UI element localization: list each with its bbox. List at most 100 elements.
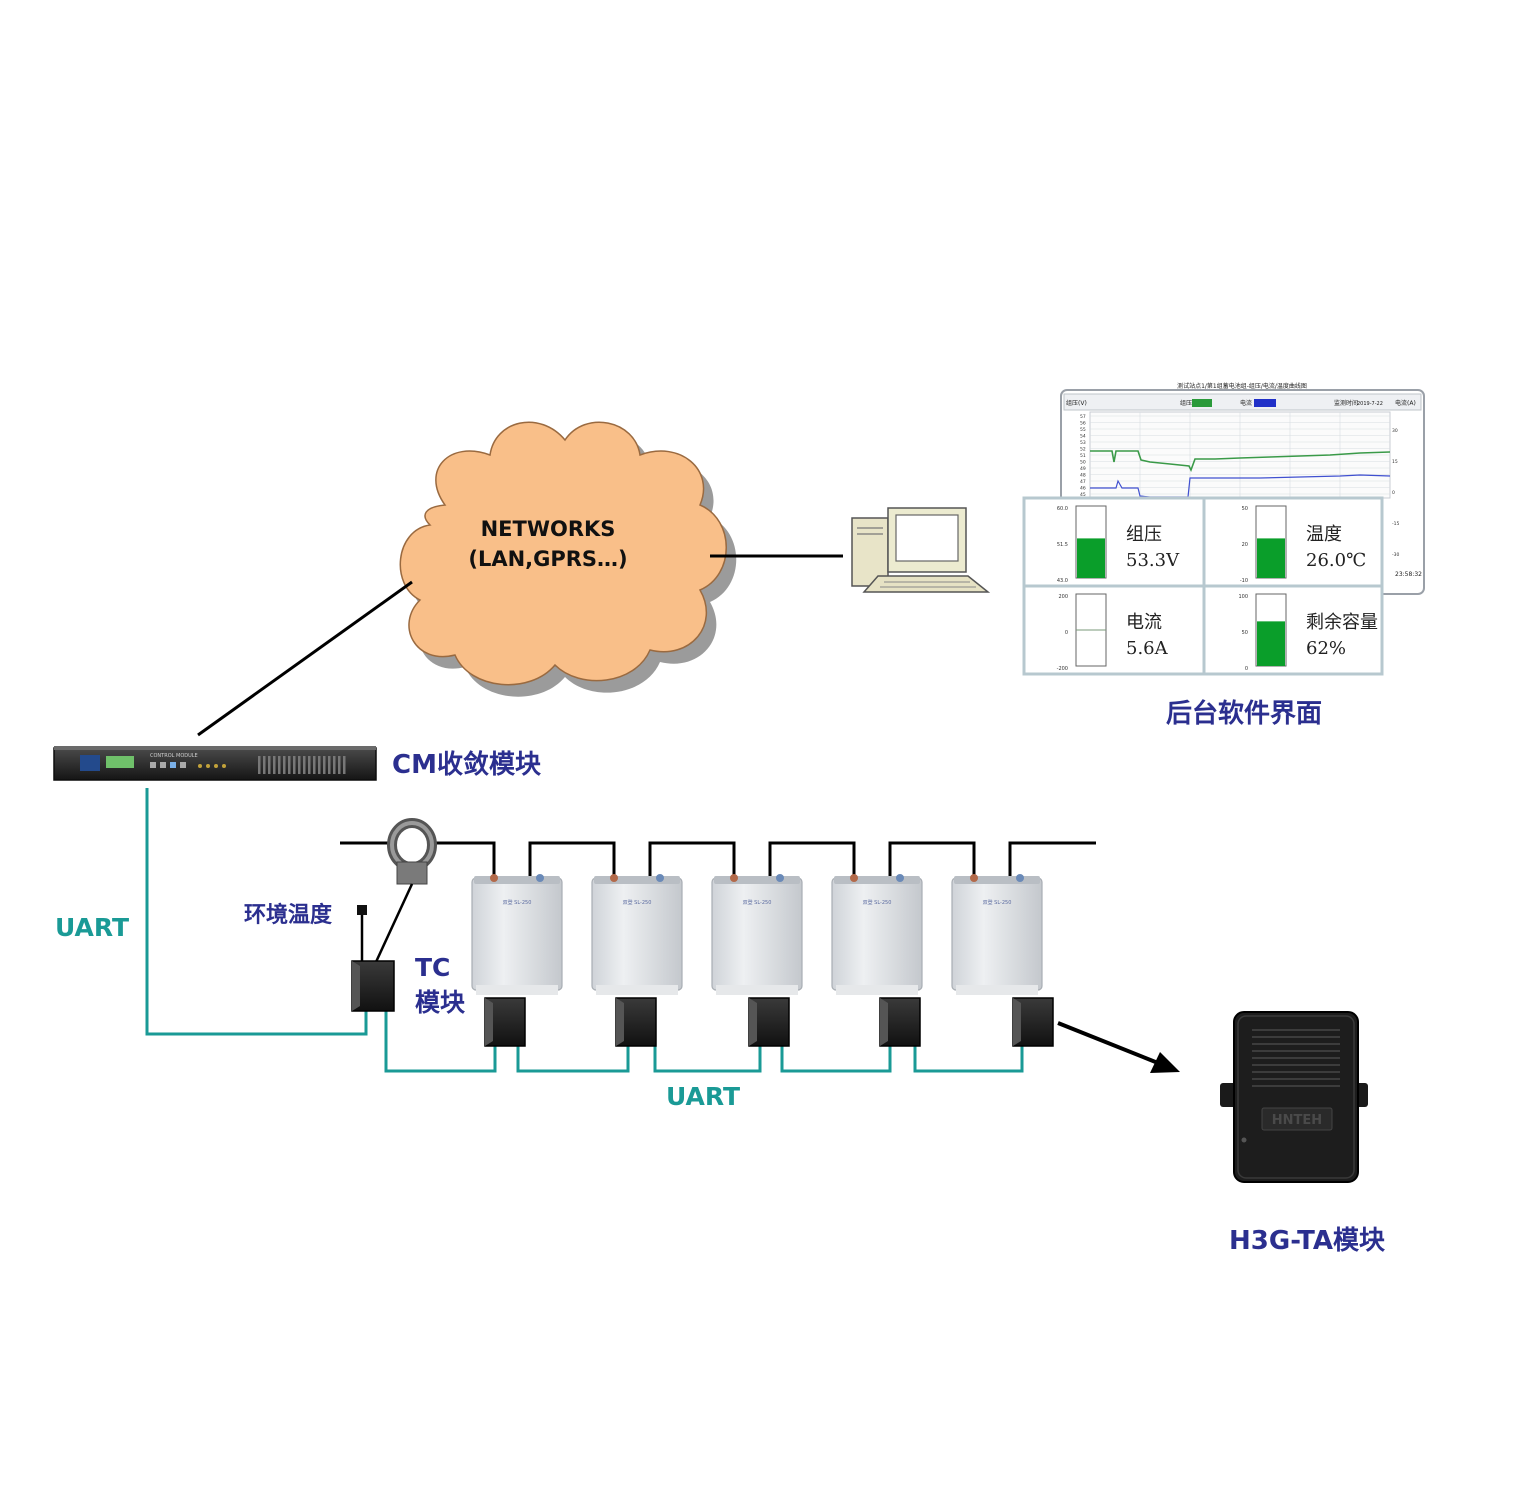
arrow-to-h3g-head <box>1150 1052 1180 1073</box>
gauge-value: 5.6A <box>1126 638 1169 659</box>
tc-sensor-edge <box>485 998 493 1046</box>
vent-slot <box>313 756 316 774</box>
tc-module-box <box>351 960 395 1012</box>
left-tick-label: 57 <box>1080 414 1086 420</box>
battery-terminal-neg <box>896 874 904 882</box>
vent-slot <box>258 756 261 774</box>
uart-chain-4 <box>780 1046 892 1073</box>
right-tick-label: 0 <box>1392 490 1395 496</box>
backend-caption: 后台软件界面 <box>1166 698 1322 729</box>
vent-slot <box>293 756 296 774</box>
tc-sensor-edge <box>880 998 888 1046</box>
tc-sensor-4 <box>879 997 921 1047</box>
vent-slot <box>273 756 276 774</box>
battery-terminal-pos <box>730 874 738 882</box>
network-cloud: NETWORKS (LAN,GPRS…) <box>399 421 737 697</box>
battery-terminal-pos <box>610 874 618 882</box>
battery-base <box>836 985 918 995</box>
left-tick-label: 51 <box>1080 453 1086 459</box>
link-cm-to-cloud <box>197 580 413 737</box>
temp-probe-icon <box>357 905 367 915</box>
battery-1: 双登 SL-250 <box>471 874 563 995</box>
gauge-tick-label: 43.0 <box>1057 578 1068 584</box>
battery-lid <box>834 876 920 884</box>
battery-body <box>951 877 1043 991</box>
vent-slot <box>333 756 336 774</box>
battery-base <box>596 985 678 995</box>
right-tick-label: 15 <box>1392 459 1398 465</box>
network-title: NETWORKS <box>481 517 616 541</box>
gauge-name: 剩余容量 <box>1306 612 1378 633</box>
gauge-tick-label: 50 <box>1242 630 1248 636</box>
cloud-body <box>399 421 727 686</box>
gauge-fill <box>1077 538 1105 578</box>
battery-5: 双登 SL-250 <box>951 874 1043 995</box>
battery-lid <box>954 876 1040 884</box>
tc-sensor-1 <box>484 997 526 1047</box>
battery-terminal-neg <box>1016 874 1024 882</box>
time-label: 监测时间 <box>1334 399 1358 407</box>
gauge-tick-label: -10 <box>1240 578 1248 584</box>
tc-sensor-2 <box>615 997 657 1047</box>
battery-brand: 双登 SL-250 <box>623 899 652 906</box>
tc-sensor-edge <box>616 998 624 1046</box>
left-tick-label: 50 <box>1080 460 1086 466</box>
battery-terminal-pos <box>970 874 978 882</box>
h3g-ridges <box>1252 1029 1340 1087</box>
battery-brand: 双登 SL-250 <box>863 899 892 906</box>
battery-base <box>476 985 558 995</box>
right-axis-label: 电流(A) <box>1395 399 1416 407</box>
rack-led <box>198 764 202 768</box>
h3g-label: H3G-TA模块 <box>1229 1226 1385 1256</box>
uart-cm-to-tc <box>145 788 368 1036</box>
vent-slot <box>263 756 266 774</box>
computer-icon <box>851 507 991 593</box>
vent-slot <box>303 756 306 774</box>
legend-current-swatch <box>1254 399 1276 407</box>
rack-led <box>222 764 226 768</box>
tc-sensor-edge <box>1013 998 1021 1046</box>
uart-wiring <box>145 788 1024 1073</box>
gauge-fill <box>1257 621 1285 666</box>
cm-rack-device: CONTROL MODULE <box>53 746 377 781</box>
left-tick-label: 52 <box>1080 447 1086 453</box>
left-tick-label: 47 <box>1080 479 1086 485</box>
battery-base <box>956 985 1038 995</box>
left-tick-label: 56 <box>1080 421 1086 427</box>
network-subtitle: (LAN,GPRS…) <box>468 547 627 571</box>
uart-tc-chain-1 <box>384 1010 497 1073</box>
battery-3: 双登 SL-250 <box>711 874 803 995</box>
battery-body <box>591 877 683 991</box>
battery-string: 双登 SL-250 双登 SL-250 双登 SL-250 双登 SL-250 双登 S… <box>471 874 1054 1047</box>
left-tick-label: 53 <box>1080 440 1086 446</box>
battery-terminal-pos <box>850 874 858 882</box>
sensor-wire <box>374 883 414 963</box>
battery-lid <box>594 876 680 884</box>
battery-lid <box>714 876 800 884</box>
uart-left-label: UART <box>55 913 129 942</box>
battery-2: 双登 SL-250 <box>591 874 683 995</box>
arrow-to-h3g-shaft <box>1057 1021 1159 1065</box>
gauge-name: 组压 <box>1126 524 1162 545</box>
gauge-tick-label: 0 <box>1245 666 1248 672</box>
gauge-tick-label: 20 <box>1242 542 1248 548</box>
tc-sensor-5 <box>1012 997 1054 1047</box>
battery-terminal-neg <box>536 874 544 882</box>
uart-chain-3 <box>653 1046 762 1073</box>
rack-vents <box>198 756 346 774</box>
gauge-fill <box>1257 538 1285 578</box>
battery-terminal-pos <box>490 874 498 882</box>
current-sensor-icon <box>387 818 437 885</box>
device-text: CONTROL MODULE <box>150 753 198 759</box>
battery-terminal-neg <box>776 874 784 882</box>
voltage-series-line <box>1090 450 1391 473</box>
battery-body <box>831 877 923 991</box>
plot-grid <box>1090 412 1390 498</box>
uart-bottom-label: UART <box>666 1082 740 1111</box>
battery-brand: 双登 SL-250 <box>503 899 532 906</box>
tc-label-line1: TC <box>415 953 450 982</box>
